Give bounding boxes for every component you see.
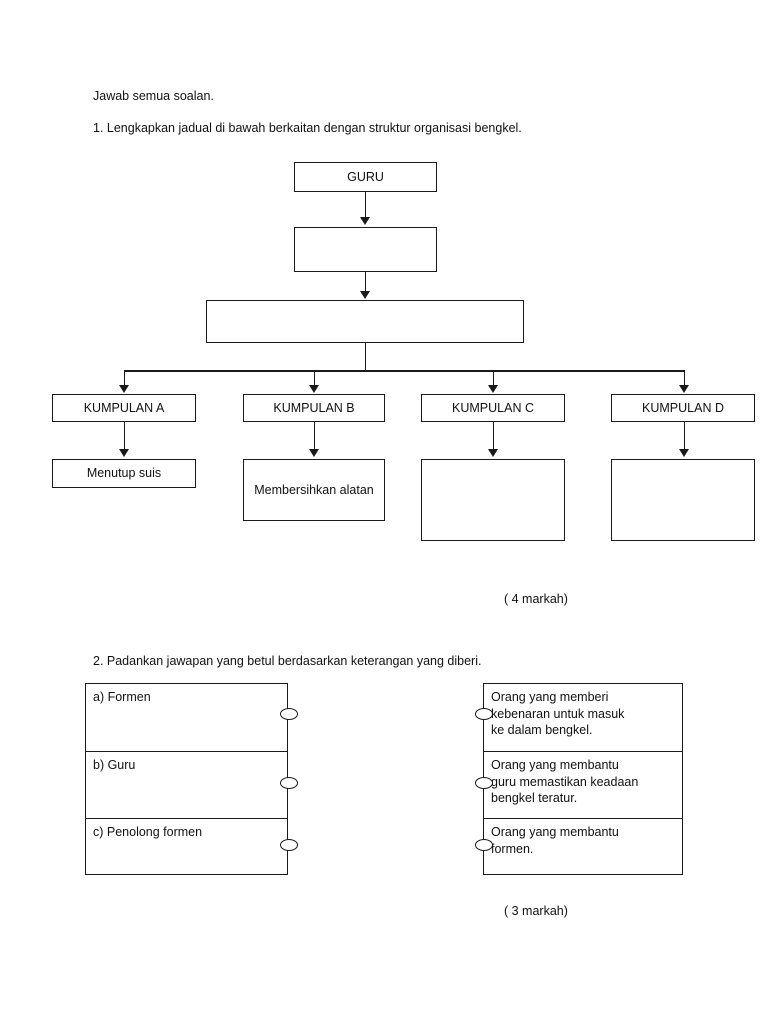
matching-right-row-1-line2: kebenaran untuk masuk — [491, 706, 625, 721]
chart-box-task-b-label: Membersihkan alatan — [254, 482, 374, 497]
chart-box-guru-label: GURU — [347, 169, 384, 184]
arrowhead-group-d — [679, 385, 689, 393]
chart-box-kumpulan-d-label: KUMPULAN D — [642, 400, 724, 415]
matching-left-row-b-label: b) Guru — [93, 758, 136, 772]
matching-right-row-2[interactable]: Orang yang membantu guru memastikan kead… — [484, 752, 682, 819]
arrowhead-task-a — [119, 449, 129, 457]
matching-right-row-2-line2: guru memastikan keadaan — [491, 774, 639, 789]
matching-knob-left-c[interactable] — [280, 839, 298, 851]
matching-right-row-1-line3: ke dalam bengkel. — [491, 723, 593, 737]
arrowhead-task-d — [679, 449, 689, 457]
arrowhead-group-b — [309, 385, 319, 393]
chart-box-kumpulan-c: KUMPULAN C — [421, 394, 565, 422]
matching-left-row-b[interactable]: b) Guru — [86, 752, 287, 819]
chart-box-level2-blank — [294, 227, 437, 272]
matching-left-table: a) Formen b) Guru c) Penolong formen — [85, 683, 288, 875]
chart-box-task-a-label: Menutup suis — [86, 466, 162, 481]
chart-box-task-b: Membersihkan alatan — [243, 459, 385, 521]
instruction-text: Jawab semua soalan. — [93, 89, 214, 103]
chart-box-kumpulan-a: KUMPULAN A — [52, 394, 196, 422]
arrowhead-task-c — [488, 449, 498, 457]
matching-left-row-c[interactable]: c) Penolong formen — [86, 819, 287, 876]
chart-box-guru: GURU — [294, 162, 437, 192]
connector-d-to-task — [683, 422, 686, 451]
matching-knob-right-1[interactable] — [475, 708, 493, 720]
connector-b-to-task — [313, 422, 316, 451]
connector-drop-group-c — [492, 370, 495, 387]
matching-right-row-3[interactable]: Orang yang membantu formen. — [484, 819, 682, 876]
question-2-text: 2. Padankan jawapan yang betul berdasark… — [93, 654, 482, 668]
chart-box-task-a: Menutup suis — [52, 459, 196, 488]
arrowhead-level3 — [360, 291, 370, 299]
question-1-text: 1. Lengkapkan jadual di bawah berkaitan … — [93, 121, 522, 135]
matching-right-row-3-line2: formen. — [491, 841, 534, 856]
matching-left-row-a[interactable]: a) Formen — [86, 684, 287, 752]
matching-right-table: Orang yang memberi kebenaran untuk masuk… — [483, 683, 683, 875]
arrowhead-group-c — [488, 385, 498, 393]
matching-right-row-2-line3: bengkel teratur. — [491, 791, 578, 805]
arrowhead-level2 — [360, 217, 370, 225]
matching-left-row-c-label: c) Penolong formen — [93, 825, 203, 839]
arrowhead-group-a — [119, 385, 129, 393]
connector-guru-to-level2 — [364, 192, 367, 219]
chart-box-task-d-blank — [611, 459, 755, 541]
chart-box-kumpulan-b: KUMPULAN B — [243, 394, 385, 422]
chart-box-task-c-blank — [421, 459, 565, 541]
organisation-chart: GURU KUMPULAN A — [52, 162, 755, 541]
matching-knob-left-b[interactable] — [280, 777, 298, 789]
connector-distribution-bus — [124, 370, 685, 372]
connector-level2-to-level3 — [364, 272, 367, 293]
connector-drop-group-a — [123, 370, 126, 387]
matching-knob-right-3[interactable] — [475, 839, 493, 851]
arrowhead-task-b — [309, 449, 319, 457]
connector-drop-group-d — [683, 370, 686, 387]
connector-level3-stem — [364, 343, 367, 371]
matching-right-row-1[interactable]: Orang yang memberi kebenaran untuk masuk… — [484, 684, 682, 752]
question-2-marks: ( 3 markah) — [504, 904, 568, 918]
chart-box-level3-blank — [206, 300, 524, 343]
chart-box-kumpulan-d: KUMPULAN D — [611, 394, 755, 422]
matching-left-row-a-label: a) Formen — [93, 690, 151, 704]
question-1-marks: ( 4 markah) — [504, 592, 568, 606]
connector-c-to-task — [492, 422, 495, 451]
matching-right-row-1-line1: Orang yang memberi — [491, 690, 609, 704]
connector-drop-group-b — [313, 370, 316, 387]
matching-right-row-2-line1: Orang yang membantu — [491, 758, 619, 772]
matching-knob-left-a[interactable] — [280, 708, 298, 720]
chart-box-kumpulan-a-label: KUMPULAN A — [83, 400, 165, 415]
matching-right-row-3-line1: Orang yang membantu — [491, 825, 619, 839]
matching-knob-right-2[interactable] — [475, 777, 493, 789]
chart-box-kumpulan-c-label: KUMPULAN C — [452, 400, 534, 415]
connector-a-to-task — [123, 422, 126, 451]
chart-box-kumpulan-b-label: KUMPULAN B — [273, 400, 355, 415]
